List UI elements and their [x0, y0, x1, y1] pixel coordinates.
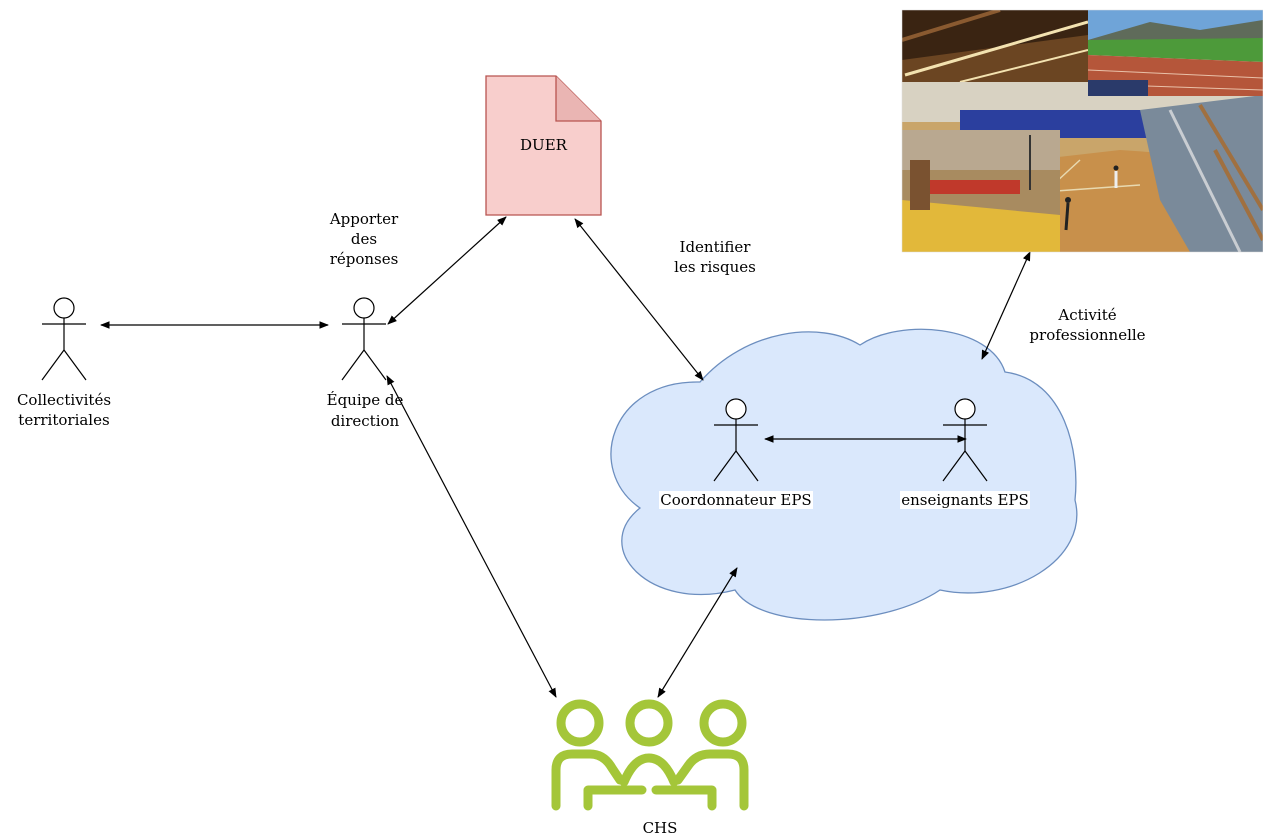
- equipe-label: Équipe de direction: [326, 391, 404, 430]
- collectivites-label: Collectivités territoriales: [16, 391, 112, 429]
- actor-coordonnateur-figure[interactable]: [713, 398, 759, 482]
- coordonnateur-label: Coordonnateur EPS: [636, 490, 836, 510]
- eps-team-cloud: [610, 328, 1078, 621]
- enseignants-label-text: enseignants EPS: [900, 491, 1030, 509]
- duer-document-fold: [555, 76, 601, 122]
- enseignants-label: enseignants EPS: [880, 490, 1050, 510]
- edge-equipe-chs[interactable]: [386, 375, 557, 698]
- edge-label-apporter: Apporter des réponses: [329, 210, 399, 268]
- actor-enseignants-figure[interactable]: [942, 398, 988, 482]
- edge-cloud-chs[interactable]: [657, 567, 738, 698]
- edge-label-activite: Activité professionnelle: [1029, 306, 1146, 344]
- edge-photo-cloud[interactable]: [981, 251, 1031, 360]
- duer-label: DUER: [520, 136, 567, 154]
- edge-label-identifier: Identifier les risques: [674, 238, 756, 276]
- sports-facilities-photo-collage: [901, 9, 1263, 253]
- meeting-people-icon[interactable]: [551, 699, 749, 811]
- chs-label: CHS: [642, 819, 678, 837]
- edge-duer-cloud[interactable]: [574, 218, 704, 381]
- coordonnateur-label-text: Coordonnateur EPS: [659, 491, 813, 509]
- edge-equipe-duer[interactable]: [387, 216, 507, 325]
- actor-collectivites-figure[interactable]: [41, 297, 87, 381]
- actor-equipe-figure[interactable]: [341, 297, 387, 381]
